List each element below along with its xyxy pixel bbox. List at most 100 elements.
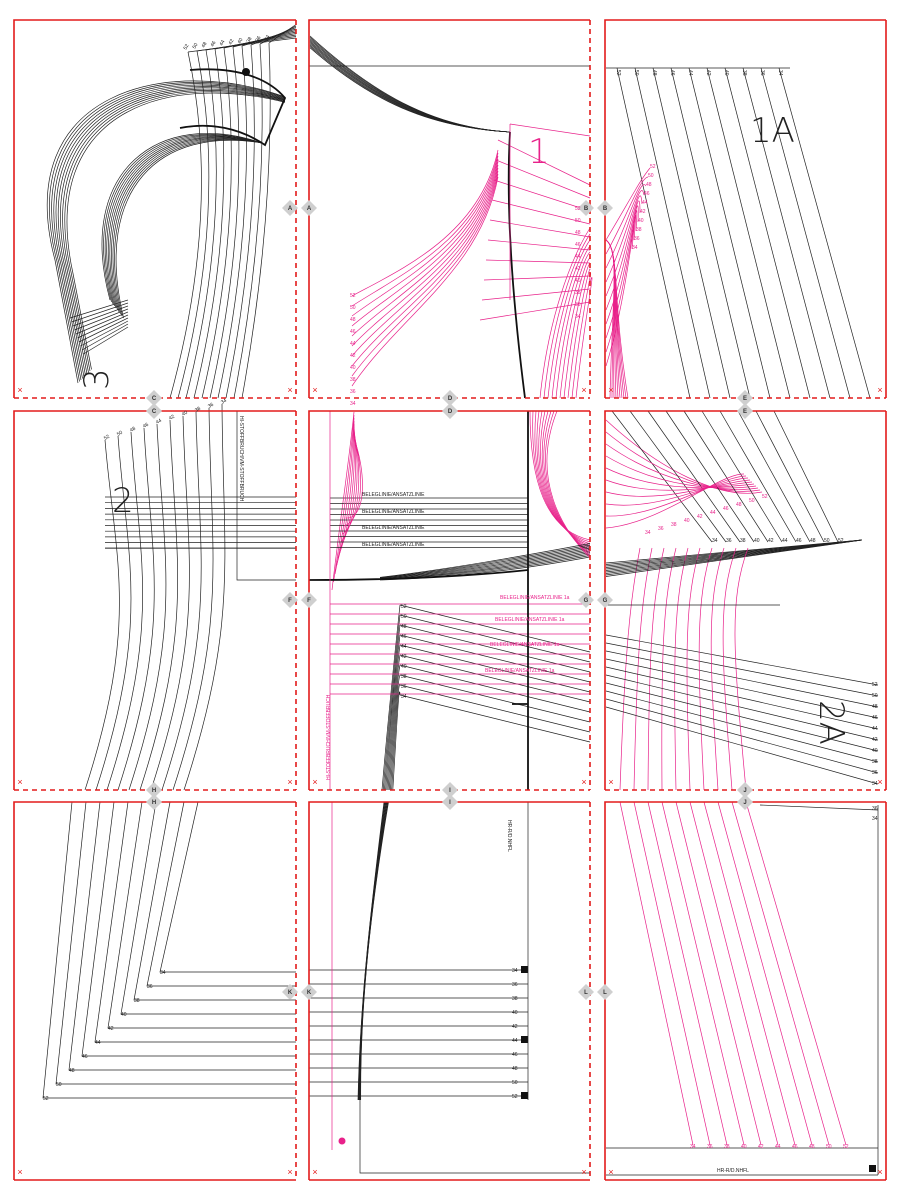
size-label: 52 [512, 1094, 518, 1100]
pink-line [698, 547, 713, 791]
marker-letter: C [152, 409, 157, 415]
marker-diamond-icon [282, 592, 298, 608]
size-line [706, 67, 791, 399]
marker-diamond-icon [578, 984, 594, 1000]
pink-curve [605, 219, 636, 367]
size-label: 36 [350, 389, 356, 395]
marker-letter: L [603, 990, 607, 996]
size-label: 46 [872, 715, 878, 721]
size-line [773, 410, 839, 543]
pink-line [674, 547, 689, 791]
size-label: 50 [824, 538, 830, 544]
pink-line [481, 288, 591, 301]
pink-curve [538, 410, 591, 549]
pink-curve [605, 455, 757, 489]
size-label: 48 [512, 1066, 518, 1072]
size-label: 42 [758, 1144, 764, 1150]
side-seam-line [359, 801, 388, 1101]
size-label: 38 [134, 998, 140, 1004]
tile-border [308, 410, 590, 790]
size-label: 52 [103, 434, 111, 442]
marker-diamond-icon [442, 782, 458, 798]
size-label: 40 [638, 218, 644, 224]
size-label: 42 [350, 353, 356, 359]
marker-letter: H [152, 788, 156, 794]
pattern-texts: 3 1 1A 2 2A HI-STOFFBRUCH/VM-STOFFBRUCH … [43, 34, 878, 1174]
side-seam-line [390, 674, 401, 791]
marker-letter: J [743, 788, 746, 794]
collar-outer-line [51, 83, 286, 381]
marker-letter: D [448, 409, 453, 415]
size-label: 52 [843, 1144, 849, 1150]
size-label: 44 [775, 1144, 781, 1150]
marker-letter: E [743, 396, 747, 402]
pink-curve [605, 184, 647, 269]
size-label: 52 [401, 604, 407, 610]
size-label: 48 [350, 317, 356, 323]
size-label: 50 [575, 218, 581, 224]
size-label: 48 [736, 502, 742, 508]
size-line [629, 410, 727, 543]
side-seam-line [392, 691, 401, 791]
size-line [161, 411, 202, 791]
collar-outer-line [47, 80, 286, 384]
pink-curve [605, 214, 637, 353]
pink-curve [540, 410, 591, 551]
piece-label-2a: 2A [811, 700, 851, 745]
size-label: 46 [796, 538, 802, 544]
pink-line [722, 547, 737, 791]
size-label: 34 [264, 34, 272, 42]
neck-line [309, 43, 511, 133]
tile-border [13, 410, 296, 790]
pink-curve [551, 245, 591, 399]
size-label: 46 [142, 422, 150, 430]
pink-line [710, 547, 725, 791]
size-label: 46 [723, 506, 729, 512]
neck-line [309, 46, 511, 133]
collar-inner-line [115, 139, 263, 319]
size-label: 48 [872, 704, 878, 710]
pink-curve [605, 167, 651, 241]
pink-curve [547, 239, 591, 399]
tile-frames: ×××××××××××××××××× [13, 19, 887, 1181]
pink-armhole-line [351, 161, 499, 337]
size-label: 40 [350, 365, 356, 371]
size-marker-square [869, 1165, 876, 1172]
pink-curve [605, 475, 747, 517]
size-line [647, 410, 741, 543]
pink-line [485, 259, 591, 264]
marker-diamond-icon [442, 794, 458, 810]
size-label: 50 [648, 173, 654, 179]
size-line [665, 410, 755, 543]
marker-diamond-icon [442, 403, 458, 419]
marker-letter: A [288, 206, 293, 212]
marker-diamond-icon [146, 403, 162, 419]
pink-line [633, 801, 711, 1146]
tile-border [308, 19, 590, 398]
pink-curve [605, 431, 761, 492]
pink-line [689, 801, 779, 1146]
collar-end-line [81, 323, 129, 351]
size-label: 40 [741, 1144, 747, 1150]
size-label: 36 [207, 402, 215, 410]
pink-curve [605, 176, 649, 255]
slant-line [605, 682, 879, 752]
size-label: 38 [246, 36, 254, 44]
side-seam-line [381, 604, 401, 791]
marker-letter: B [584, 206, 589, 212]
collar-end-line [75, 311, 129, 335]
size-line [724, 67, 811, 399]
size-label: 36 [512, 982, 518, 988]
size-label: 36 [759, 70, 765, 76]
size-line [81, 801, 296, 1057]
facing-label-pink: BELEGLINIE/ANSATZLINIE 1a [495, 617, 565, 623]
size-label: 42 [872, 737, 878, 743]
size-line [185, 49, 217, 399]
cut-mark-icon: × [312, 777, 317, 787]
collar-outer-line [64, 91, 286, 372]
pink-curve [605, 205, 639, 325]
size-label: 46 [644, 191, 650, 197]
marker-diamond-icon [301, 984, 317, 1000]
size-label: 40 [237, 37, 245, 45]
size-label: 48 [69, 1068, 75, 1074]
